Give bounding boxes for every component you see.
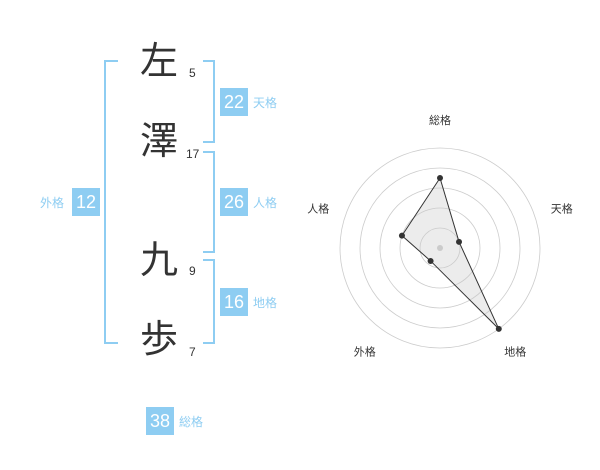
radar-ring: [379, 187, 501, 309]
name-char-3: 九: [140, 238, 179, 282]
chikaku-bracket: [203, 259, 215, 344]
tenkaku-label: 天格: [253, 96, 278, 110]
radar-ring: [419, 227, 461, 269]
radar-grid: [339, 147, 541, 349]
stroke-count-3: 9: [189, 264, 196, 278]
name-char-1: 左: [140, 39, 179, 83]
name-char-2: 澤: [140, 119, 179, 163]
radar-ring: [339, 147, 541, 349]
radar-center: [437, 245, 443, 251]
radar-axis-label-5: 人格: [307, 201, 329, 215]
radar-point-5: [398, 232, 405, 239]
gaikaku-value: 12: [72, 188, 100, 216]
radar-ring: [399, 207, 481, 289]
soukaku-value: 38: [146, 407, 174, 435]
tenkaku-bracket: [203, 60, 215, 143]
soukaku-label: 総格: [179, 415, 204, 429]
radar-area: [401, 176, 500, 330]
chikaku-value: 16: [220, 288, 248, 316]
tenkaku-value: 22: [220, 88, 248, 116]
stroke-count-2: 17: [186, 147, 200, 161]
chikaku-label: 地格: [253, 296, 278, 310]
radar-axis-label-1: 総格: [429, 113, 451, 127]
name-char-4: 歩: [140, 317, 179, 361]
radar-ring: [359, 167, 521, 329]
radar-point-2: [456, 238, 463, 245]
stroke-count-1: 5: [189, 66, 196, 80]
radar-point-3: [495, 325, 502, 332]
radar-axis-label-3: 地格: [504, 345, 526, 359]
radar-axis-label-4: 外格: [354, 345, 376, 359]
jinkaku-value: 26: [220, 188, 248, 216]
radar-series-polygon: [401, 176, 500, 330]
gaikaku-bracket: [104, 60, 118, 344]
jinkaku-bracket: [203, 151, 215, 253]
radar-point-1: [437, 175, 443, 181]
stroke-count-4: 7: [189, 345, 196, 359]
jinkaku-label: 人格: [253, 196, 278, 210]
radar-point-4: [427, 257, 434, 264]
radar-axis-label-2: 天格: [551, 201, 573, 215]
radar-points: [398, 175, 502, 332]
gaikaku-label: 外格: [40, 196, 65, 210]
